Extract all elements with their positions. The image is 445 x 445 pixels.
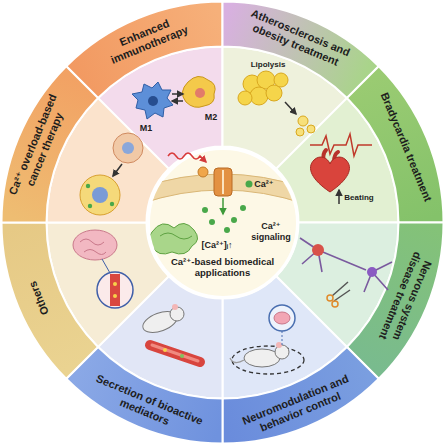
sector-shape	[276, 66, 444, 223]
blood-vessel	[152, 345, 198, 361]
cancer-cell	[113, 133, 143, 163]
nucleus	[122, 142, 134, 154]
neurite	[300, 238, 392, 292]
sector-band	[223, 347, 379, 444]
heart	[311, 157, 350, 192]
calcium-ion	[246, 181, 253, 188]
heart-vessel	[323, 150, 338, 162]
channel-pore	[222, 170, 224, 194]
calcium-ion	[86, 184, 90, 188]
lipid-droplet	[296, 128, 304, 136]
lipid-droplet	[298, 116, 308, 126]
center-title: Ca²⁺-based biomedical applications	[171, 256, 275, 278]
mouse-head	[275, 345, 289, 359]
zoom-circle	[97, 272, 133, 308]
zoom-line	[102, 259, 110, 273]
sector-band	[347, 223, 444, 379]
calcium-ion	[209, 219, 215, 225]
cell-illustration	[140, 174, 305, 254]
mouse	[244, 349, 280, 367]
fat-cell	[266, 85, 282, 101]
mouse-head	[170, 307, 184, 321]
blood-vessel	[110, 274, 120, 306]
fat-cell	[250, 87, 268, 105]
calcium-channel	[214, 168, 232, 196]
sector-band	[223, 2, 379, 99]
center-node: Ca²⁺-based biomedical applications	[147, 147, 299, 299]
neuron-body	[312, 244, 324, 256]
mediator	[180, 354, 184, 358]
er-fold	[160, 233, 192, 239]
calcium-ion	[224, 227, 230, 233]
nucleus	[148, 96, 158, 106]
fat-cell	[257, 71, 275, 89]
center-disc	[148, 148, 297, 297]
brain-bubble	[269, 305, 295, 331]
calcium-ion	[231, 217, 237, 223]
mouse	[140, 307, 180, 336]
macrophage-m1	[132, 82, 173, 119]
nucleus	[195, 88, 205, 98]
lipid-droplet	[307, 125, 315, 133]
polarization-arrow	[172, 93, 183, 95]
sector-node: Others	[1, 222, 169, 379]
scissors	[332, 301, 338, 307]
nucleus	[92, 187, 108, 203]
sector-node: Bradycardia treatment	[276, 66, 444, 223]
mouse-ear	[276, 342, 282, 348]
calcium-ion	[110, 202, 114, 206]
sector-shape	[1, 222, 169, 379]
fat-cell	[243, 75, 261, 93]
leader-line	[282, 331, 283, 345]
mediator	[163, 348, 167, 352]
sector-band	[66, 2, 222, 99]
brain	[274, 312, 290, 324]
brain	[73, 230, 117, 260]
rate-arrow	[338, 190, 340, 204]
mouse-tail	[230, 358, 244, 363]
calcium-ion	[202, 207, 208, 213]
sector-node: Ca²⁺ overload-based cancer therapy	[1, 66, 169, 223]
cancer-cell	[80, 175, 120, 215]
mouse-ear	[172, 304, 178, 310]
ecg-trace	[310, 134, 372, 156]
sector-band	[2, 223, 99, 379]
behavior-loop	[232, 346, 304, 374]
sector-band	[66, 347, 222, 444]
blood-vessel	[150, 345, 200, 362]
fat-cell	[238, 91, 252, 105]
calcium-ion	[240, 205, 246, 211]
scissors	[332, 282, 350, 301]
sector-band	[347, 66, 444, 222]
membrane-edge	[140, 174, 305, 204]
brain-gyri	[80, 239, 106, 255]
endoplasmic-reticulum	[149, 223, 198, 254]
sector-band	[2, 66, 99, 222]
cell-membrane	[140, 182, 305, 196]
particle	[113, 282, 117, 286]
sector-node: Neuromodulation and behavior control	[222, 276, 379, 444]
scissors	[327, 295, 333, 301]
macrophage-m2	[182, 76, 215, 107]
polarization-arrow	[172, 100, 183, 102]
overload-arrow	[113, 164, 122, 176]
lipolysis-arrow	[285, 102, 296, 114]
neuron-body	[367, 267, 377, 277]
influx-arrow	[222, 198, 224, 214]
particle	[113, 294, 117, 298]
fat-cell	[274, 73, 288, 87]
stimulus-wave	[168, 153, 206, 162]
calcium-ion	[88, 204, 92, 208]
ligand	[198, 167, 208, 177]
